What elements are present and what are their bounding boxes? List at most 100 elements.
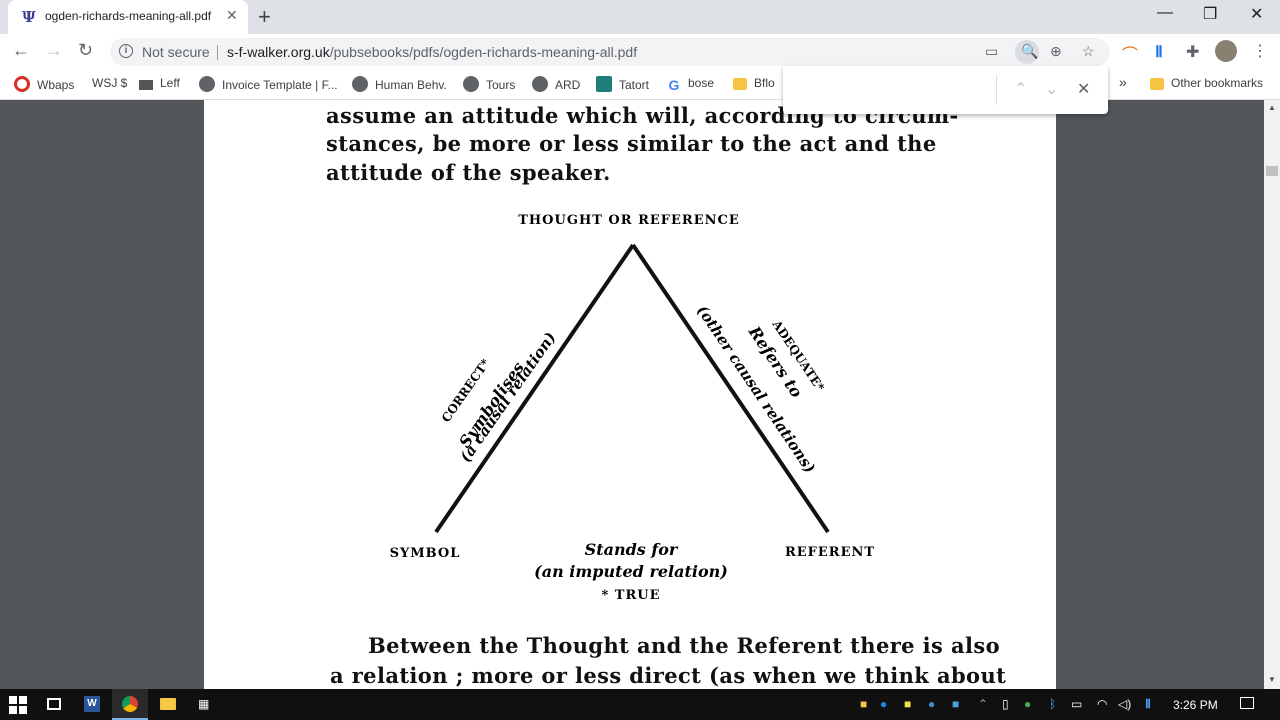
symbol-label: SYMBOL [390,546,461,561]
find-bar: ⌃ ⌄ ✕ [783,66,1108,114]
pdf-page: assume an attitude which will, according… [204,100,1056,689]
vertical-scrollbar[interactable]: ▲ ▼ [1264,100,1280,689]
psi-favicon-icon: Ψ [22,8,36,26]
new-tab-button[interactable]: + [258,4,271,29]
pdf-text-line: stances, be more or less similar to the … [326,131,937,156]
chrome-icon [122,696,138,712]
tab-title: ogden-richards-meaning-all.pdf [45,9,212,23]
address-bar[interactable]: i Not secure s-f-walker.org.uk/pubsebook… [110,38,1110,66]
other-bookmarks[interactable]: Other bookmarks [1150,76,1263,90]
profile-avatar[interactable] [1215,40,1237,62]
close-tab-icon[interactable]: ✕ [226,7,238,23]
bookmark-item[interactable]: ARD [532,76,580,92]
stands-for-label: Stands for [585,540,679,559]
battery-icon[interactable]: ▭ [1071,697,1083,711]
tray-globe-icon[interactable]: ● [1024,697,1032,711]
windows-taskbar: W ▦ ■ ● ■ ● ■ ⌃ ▯ ● ᛒ ▭ ◠ ◁) Ⅱ 3:26 PM [0,689,1280,720]
app-icon: ▦ [198,697,210,711]
extension-bars-icon[interactable]: Ⅱ [1155,44,1163,61]
bookmark-item[interactable]: Invoice Template | F... [199,76,338,92]
bookmark-item[interactable]: Tatort [596,76,649,92]
find-previous-button[interactable]: ⌃ [1014,81,1028,98]
extension-rainbow-icon[interactable]: ⌒ [1122,47,1139,64]
taskbar-clock[interactable]: 3:26 PM [1173,698,1218,712]
scroll-down-icon[interactable]: ▼ [1268,675,1276,684]
scroll-up-icon[interactable]: ▲ [1268,103,1276,112]
forward-button[interactable]: → [45,40,63,60]
google-icon: G [668,77,680,93]
cast-icon[interactable]: ▭ [985,43,999,59]
url-path: /pubsebooks/pdfs/ogden-richards-meaning-… [329,44,638,60]
windows-logo-icon [9,696,27,714]
tray-shield-icon[interactable]: ■ [860,697,868,711]
omnibox-divider [217,45,218,60]
zoom-icon[interactable]: ⊕ [1050,43,1062,59]
pdf-viewer: assume an attitude which will, according… [0,100,1264,689]
pdf-text-line: a relation ; more or less direct (as whe… [330,663,1007,688]
bookmark-item[interactable]: Wbaps [14,76,74,92]
word-taskbar-button[interactable]: W [74,689,110,720]
extensions-puzzle-icon[interactable]: ✚ [1186,44,1200,61]
tray-note-icon[interactable]: ■ [904,697,912,711]
folder-icon [1150,78,1164,90]
security-indicator[interactable]: Not secure [142,44,210,60]
close-window-button[interactable]: ✕ [1250,6,1264,23]
apex-label: THOUGHT OR REFERENCE [518,213,740,228]
bookmark-item[interactable]: Tours [463,76,515,92]
folder-icon [160,698,176,710]
bookmark-item[interactable]: Bflo [733,76,775,90]
scrollbar-thumb[interactable] [1266,166,1278,176]
red-circle-icon [14,76,30,92]
tray-bars-icon[interactable]: Ⅱ [1145,697,1151,711]
find-input[interactable] [797,78,1001,104]
bookmark-star-icon[interactable]: ☆ [1082,43,1095,59]
find-close-button[interactable]: ✕ [1077,81,1091,98]
find-next-button[interactable]: ⌄ [1045,81,1059,98]
tray-chevron-icon[interactable]: ⌃ [978,697,989,711]
file-explorer-taskbar-button[interactable] [150,689,186,720]
globe-icon [463,76,479,92]
tab-strip: Ψ ogden-richards-meaning-all.pdf ✕ + — ❐… [0,0,1280,34]
start-button[interactable] [0,689,36,720]
tray-app2-icon[interactable]: ■ [952,697,960,711]
back-button[interactable]: ← [12,40,30,60]
volume-icon[interactable]: ◁) [1118,697,1132,711]
tray-device-icon[interactable]: ▯ [1002,697,1009,711]
pdf-text-line: Between the Thought and the Referent the… [368,633,1000,658]
find-divider [996,75,997,105]
browser-toolbar: ← → ↻ i Not secure s-f-walker.org.uk/pub… [0,34,1280,70]
url-text[interactable]: s-f-walker.org.uk/pubsebooks/pdfs/ogden-… [227,44,637,60]
menu-kebab-icon[interactable]: ⋮ [1252,43,1268,60]
tray-app-icon[interactable]: ● [928,697,936,711]
tatort-icon [596,76,612,92]
info-icon[interactable]: i [119,44,133,58]
imputed-relation-label: (an imputed relation) [534,562,728,581]
bookmark-item[interactable]: Leff [139,76,180,90]
globe-icon [199,76,215,92]
tray-skype-icon[interactable]: ● [880,697,888,711]
word-icon: W [84,696,100,712]
bluetooth-icon[interactable]: ᛒ [1049,697,1057,711]
task-view-button[interactable] [36,689,72,720]
globe-icon [532,76,548,92]
wifi-icon[interactable]: ◠ [1097,697,1108,711]
url-host: s-f-walker.org.uk [227,44,330,60]
minimize-button[interactable]: — [1157,4,1173,21]
true-label: * TRUE [601,588,660,603]
pdf-text-line: attitude of the speaker. [326,160,611,185]
task-view-icon [47,698,61,710]
restore-button[interactable]: ❐ [1203,6,1218,23]
app-taskbar-button[interactable]: ▦ [188,689,224,720]
arrow-icon [139,80,153,90]
chrome-taskbar-button[interactable] [112,689,148,720]
bookmark-item[interactable]: Human Behv. [352,76,447,92]
bookmarks-overflow-button[interactable]: » [1119,74,1127,90]
notifications-icon[interactable] [1240,697,1254,709]
reload-button[interactable]: ↻ [78,40,94,60]
bookmark-item[interactable]: WSJ $ [92,76,128,90]
tab-active[interactable]: Ψ ogden-richards-meaning-all.pdf ✕ [8,0,248,34]
referent-label: REFERENT [785,545,875,560]
triangle-right-side [631,243,830,534]
find-in-page-button[interactable] [1015,40,1039,64]
